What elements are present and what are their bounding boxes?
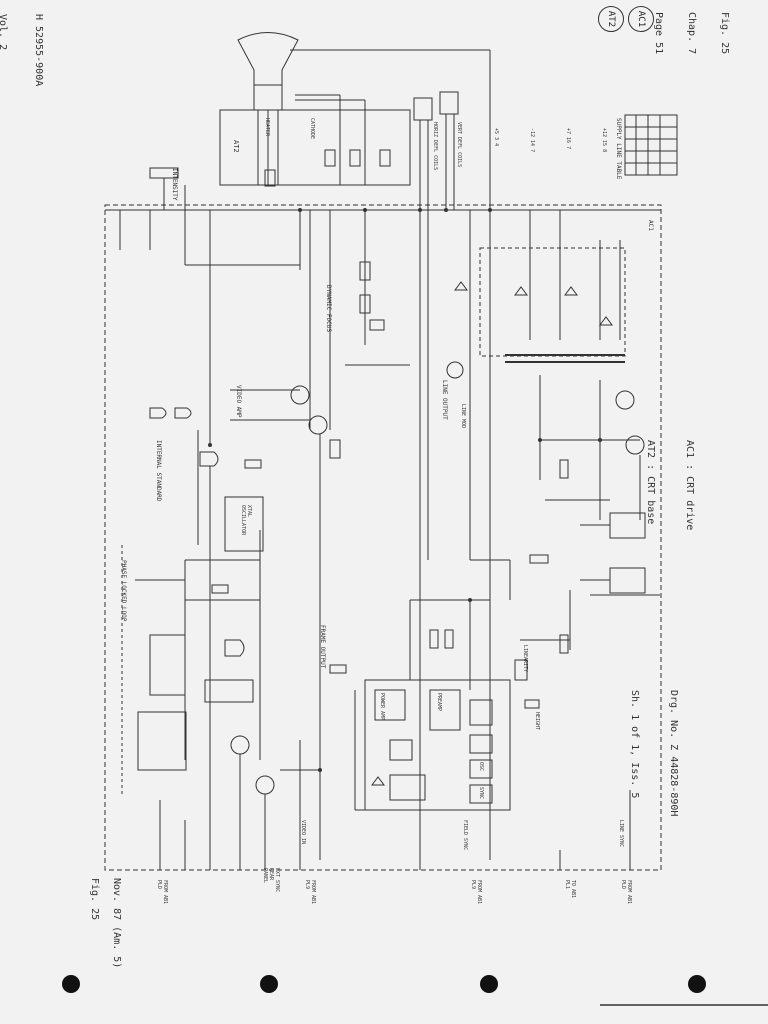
sync-label: SYNC <box>478 787 484 800</box>
line-sync-label: LINE SYNC <box>618 820 624 848</box>
legend: AC1 : CRT drive AT2 : CRT base <box>618 440 722 530</box>
conn-from-ab1-pl1: FROM AB1 PLD <box>620 880 632 905</box>
footer-date: Nov. 87 (Am. 5) <box>111 878 122 969</box>
crt-base-board <box>219 109 411 186</box>
supply-table-frame <box>624 114 678 176</box>
ac1-board-label: AC1 <box>647 220 654 231</box>
binder-hole-1 <box>62 975 80 993</box>
line-transformer-frame <box>479 247 626 357</box>
chapter-number: Chap. 7 <box>686 12 697 55</box>
drawing-number-line2: Sh. 1 of 1, Iss. 5 <box>629 690 640 799</box>
conn-from-ab1-pl9-left: FROM AB1 PL9 <box>304 880 316 905</box>
conn-from-ab1-pld: FROM AB1 PLD <box>156 880 168 905</box>
power-amp-box <box>374 689 406 721</box>
vert-defl-label: VERT DEFL COILS <box>456 122 462 168</box>
horiz-defl-label: HORIZ DEFL COILS <box>432 122 438 171</box>
legend-at2: AT2 : CRT base <box>645 440 656 525</box>
preamp-label: PREAMP <box>436 693 442 712</box>
ac1-circle-badge: AC1 <box>628 6 654 32</box>
doc-reference: H 52955-900A Vol. 2 <box>0 14 68 86</box>
video-amp-label: VIDEO AMP <box>235 385 242 418</box>
vert-defl-coil <box>439 91 459 115</box>
supply-row-2: +7 16 7 <box>565 128 571 150</box>
horiz-defl-coil <box>413 97 433 121</box>
conn-ext-sync: EXT SYNC REAR PANEL <box>262 868 280 893</box>
legend-ac1: AC1 : CRT drive <box>684 440 695 531</box>
footer-fig: Fig. 25 <box>89 878 100 921</box>
pll-chip-2 <box>137 711 187 771</box>
at2-board-label: AT2 <box>232 140 240 153</box>
board-outline <box>104 204 662 871</box>
cathode-label: CATHODE <box>309 118 315 140</box>
power-amp-label: POWER AMP <box>379 693 385 721</box>
dynamic-focus-label: DYNAMIC FOCUS <box>325 285 332 332</box>
supply-row-1: +12 15 8 <box>601 128 607 153</box>
supply-table-rows: +12 15 8 +7 16 7 -12 14 7 +5 3 4 <box>466 128 634 152</box>
binder-hole-4 <box>688 975 706 993</box>
figure-reference: Fig. 25 Chap. 7 Page 51 <box>631 12 752 54</box>
at2-circle-badge: AT2 <box>598 6 624 32</box>
pll-label: PHASE LOCKED LOOP <box>120 560 127 622</box>
doc-ref-line1: H 52955-900A <box>33 14 44 87</box>
internal-standard-label: INTERNAL STANDARD <box>155 440 162 502</box>
xtal-osc-label: XTAL OSCILLATOR <box>240 505 252 536</box>
field-sync-label: FIELD SYNC <box>462 820 468 851</box>
line-mod-label: LINE MOD <box>460 404 466 429</box>
video-in-label: VIDEO IN <box>300 820 306 845</box>
conn-from-ab1-pl9-right: FROM AB1 PL9 <box>470 880 482 905</box>
frame-output-label: FRAME OUTPUT <box>319 625 326 669</box>
conn-to-ab1-pl1: TO AB1 PL1 <box>564 880 576 899</box>
drawing-number: Drg. No. Z 44828-890H Sh. 1 of 1, Iss. 5 <box>602 690 706 816</box>
preamp-box <box>429 689 461 731</box>
supply-row-3: -12 14 7 <box>529 128 535 153</box>
linearity-label: LINEARITY <box>522 645 528 673</box>
xtal-osc-box <box>224 496 264 552</box>
crt-tube <box>237 32 299 111</box>
heater-label: HEATER <box>264 118 270 137</box>
page-number: Page 51 <box>653 12 664 55</box>
ic-lower <box>609 567 646 594</box>
pll-chip-1 <box>149 634 186 696</box>
drawing-number-line1: Drg. No. Z 44828-890H <box>668 690 679 817</box>
fig-number: Fig. 25 <box>719 12 730 55</box>
binder-hole-2 <box>260 975 278 993</box>
binder-hole-3 <box>480 975 498 993</box>
intensity-label: INTENSITY <box>171 168 178 201</box>
line-output-label: LINE OUTPUT <box>441 380 448 420</box>
supply-row-4: +5 3 4 <box>493 128 499 147</box>
height-label: HEIGHT <box>534 712 540 731</box>
osc-label: OSC <box>478 762 484 772</box>
doc-ref-line2: Vol. 2 <box>0 14 8 50</box>
